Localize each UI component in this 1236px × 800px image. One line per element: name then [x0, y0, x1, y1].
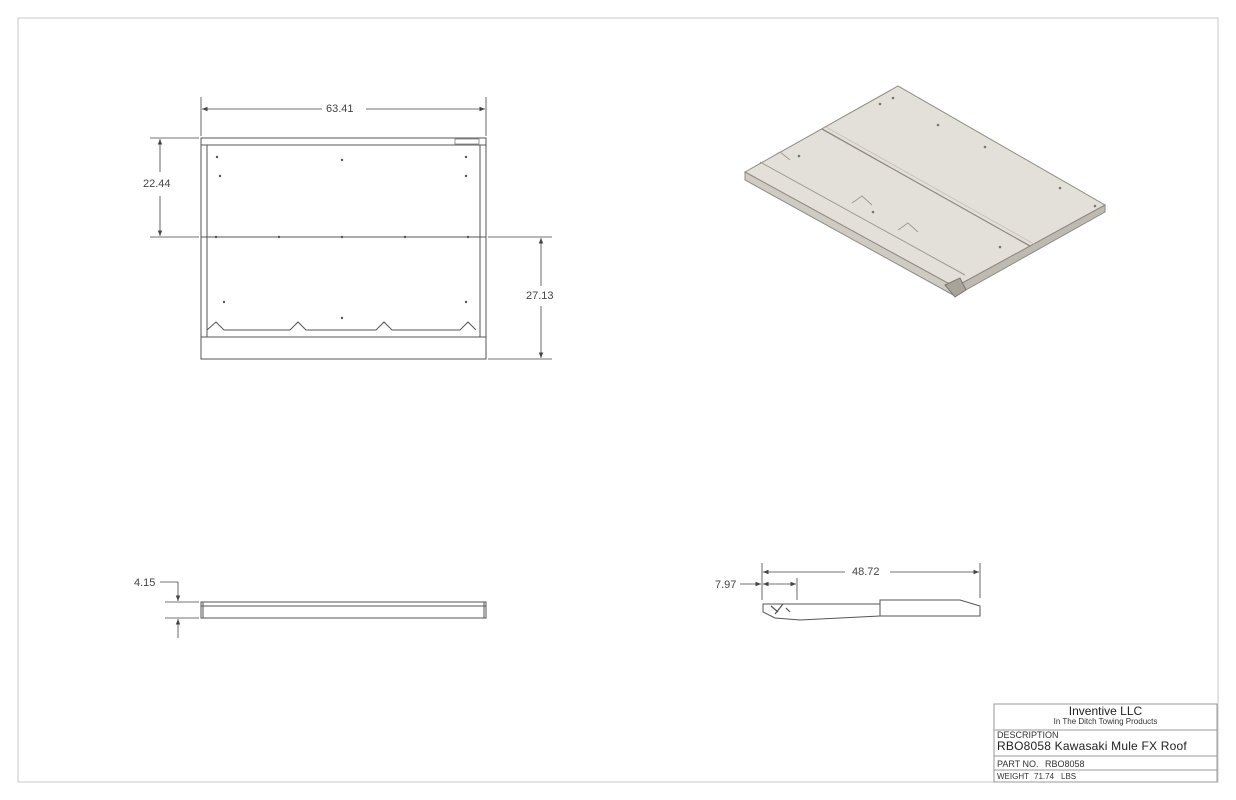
weight-label: WEIGHT: [997, 772, 1029, 781]
dimension-lines-top: [150, 97, 552, 360]
top-view-holes: [214, 155, 470, 320]
title-block: Inventive LLC In The Ditch Towing Produc…: [994, 704, 1217, 782]
description-value: RBO8058 Kawasaki Mule FX Roof: [997, 739, 1187, 753]
part-no-label: PART NO.: [997, 759, 1039, 769]
dimension-lines-side: [160, 581, 199, 638]
end-view: [762, 599, 981, 621]
description-label: DESCRIPTION: [997, 730, 1059, 740]
dim-top-height: 22.44: [143, 178, 171, 190]
weight-unit: LBS: [1061, 772, 1077, 781]
dim-top-width: 63.41: [326, 103, 354, 115]
dim-side-thickness: 4.15: [134, 577, 156, 589]
weight-value: 71.74: [1034, 772, 1055, 781]
company-name: Inventive LLC: [1068, 704, 1143, 718]
part-no-value: RBO8058: [1045, 759, 1085, 769]
sheet-border: [17, 17, 1219, 783]
dim-right-offset: 7.97: [715, 579, 737, 591]
dim-front-depth: 27.13: [526, 290, 554, 302]
isometric-view-holes: [797, 96, 1097, 249]
top-view: [200, 137, 487, 360]
isometric-view: [743, 85, 1107, 298]
dimension-lines-end: [740, 563, 981, 600]
side-view: [200, 601, 487, 619]
company-tagline: In The Ditch Towing Products: [1053, 717, 1158, 726]
dim-right-length: 48.72: [852, 566, 880, 578]
title-block-frame: [993, 703, 1218, 783]
